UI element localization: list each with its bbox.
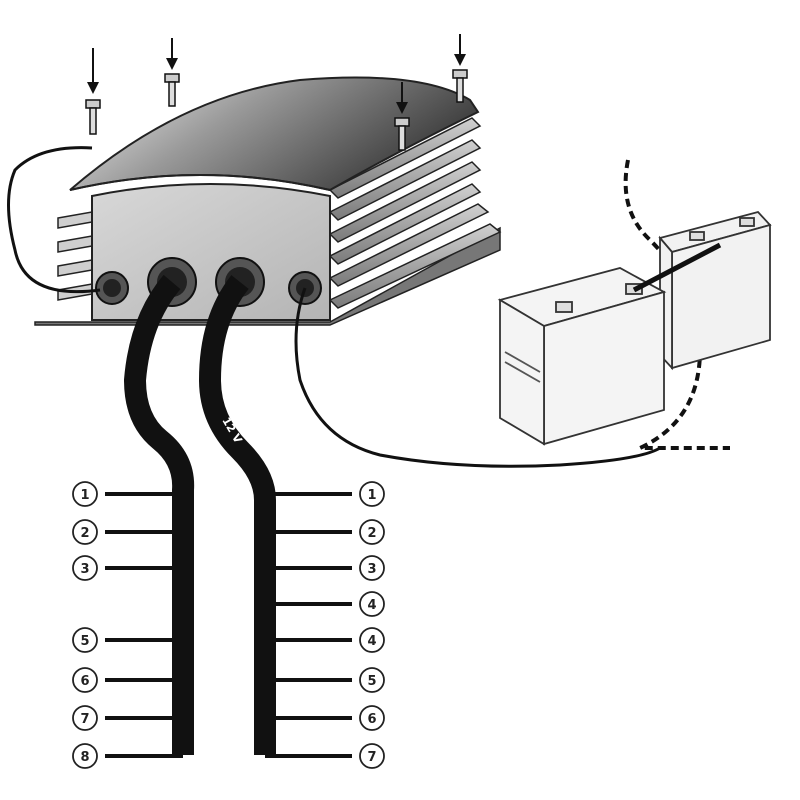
left-terminal-number-circle (72, 667, 98, 693)
left-terminal-4: 5 (72, 627, 183, 653)
battery-sense-wire (294, 287, 661, 468)
right-terminal-6: 5 (265, 667, 385, 693)
right-terminal-number: 6 (367, 712, 376, 727)
left-terminal-7: 8 (72, 743, 183, 769)
right-terminal-5: 4 (265, 627, 385, 653)
battery-front (497, 267, 667, 446)
left-terminal-5: 6 (72, 667, 183, 693)
right-terminal-number: 3 (367, 562, 376, 577)
right-terminal-number-circle (359, 519, 385, 545)
right-terminal-4: 4 (265, 591, 385, 617)
left-terminal-number: 6 (80, 674, 89, 689)
right-terminal-number: 7 (367, 750, 376, 765)
left-terminal-number-circle (72, 481, 98, 507)
right-terminal-number-circle (359, 667, 385, 693)
mounting-base-plate (34, 226, 501, 326)
left-cooling-fins (57, 211, 93, 301)
left-terminal-number-circle (72, 555, 98, 581)
right-terminal-number: 1 (367, 488, 376, 503)
right-terminal-7: 6 (265, 705, 385, 731)
left-terminal-number: 8 (80, 750, 89, 765)
right-terminal-group: 1 2 3 4 4 5 6 7 (265, 481, 385, 769)
left-terminal-number-circle (72, 627, 98, 653)
right-terminal-8: 7 (265, 743, 385, 769)
left-terminal-2: 2 (72, 519, 183, 545)
converter-unit (34, 76, 502, 326)
left-terminal-3: 3 (72, 555, 183, 581)
screw-arrow-1 (85, 48, 101, 135)
left-terminal-number: 3 (80, 562, 89, 577)
right-terminal-2: 2 (265, 519, 385, 545)
mounting-screws (85, 34, 468, 151)
left-terminal-number: 1 (80, 488, 89, 503)
battery-interconnect (632, 242, 722, 293)
ground-wire (7, 146, 101, 294)
right-terminal-number-circle (359, 481, 385, 507)
left-terminal-number-circle (72, 519, 98, 545)
right-terminal-number-circle (359, 705, 385, 731)
right-terminal-3: 3 (265, 555, 385, 581)
screw-arrow-4 (394, 82, 410, 151)
left-terminal-6: 7 (72, 705, 183, 731)
left-terminal-number: 7 (80, 712, 89, 727)
left-terminal-1: 1 (72, 481, 183, 507)
screw-arrow-2 (164, 38, 180, 107)
screw-arrow-3 (452, 34, 468, 103)
left-terminal-number-circle (72, 743, 98, 769)
left-terminal-group: 1 2 3 5 6 7 8 (72, 481, 183, 769)
right-terminal-number: 2 (367, 526, 376, 541)
left-terminal-number: 2 (80, 526, 89, 541)
cable-right (199, 275, 276, 755)
dashed-ground-wire (623, 159, 730, 450)
right-terminal-number: 4 (367, 598, 376, 613)
right-terminal-number: 4 (367, 634, 376, 649)
cables: 12 V 12 V (124, 274, 276, 755)
left-terminal-number: 5 (80, 634, 89, 649)
right-terminal-number: 5 (367, 674, 376, 689)
right-cooling-fins (328, 117, 502, 309)
right-terminal-number-circle (359, 591, 385, 617)
right-terminal-1: 1 (265, 481, 385, 507)
right-terminal-number-circle (359, 743, 385, 769)
battery-rear (658, 210, 772, 371)
right-terminal-number-circle (359, 627, 385, 653)
right-terminal-number-circle (359, 555, 385, 581)
cable-left (124, 274, 195, 755)
left-terminal-number-circle (72, 705, 98, 731)
